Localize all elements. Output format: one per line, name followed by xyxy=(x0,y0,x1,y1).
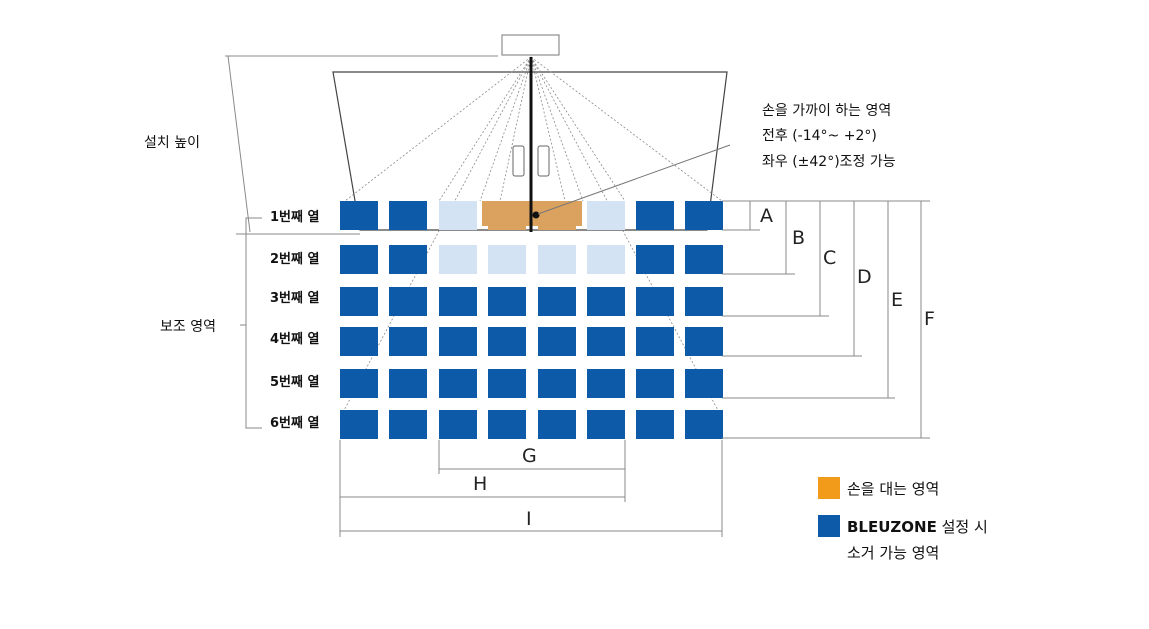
grid-cell-r5-c4 xyxy=(488,369,526,398)
dim-label-G: G xyxy=(522,445,537,467)
grid-cell-r4-c7 xyxy=(636,327,674,356)
grid-cell-r4-c3 xyxy=(439,327,477,356)
grid-cell-r3-c3 xyxy=(439,287,477,316)
dim-label-B: B xyxy=(792,227,805,249)
aux-area-bracket xyxy=(240,217,262,429)
fan-line-10 xyxy=(530,56,723,419)
dim-label-C: C xyxy=(823,247,836,269)
legend-bleuzone-label: BLEUZONE 설정 시 xyxy=(847,518,988,536)
row-label-1: 1번째 열 xyxy=(270,209,319,225)
grid-cell-r3-c8 xyxy=(685,287,723,316)
legend-bleuzone-bold: BLEUZONE xyxy=(847,518,937,536)
grid-cell-r1-c7 xyxy=(636,201,674,230)
grid-cell-r5-c6 xyxy=(587,369,625,398)
grid-cell-r1-c8 xyxy=(685,201,723,230)
fan-line-2 xyxy=(344,56,532,202)
grid-cell-r2-c1 xyxy=(340,245,378,274)
grid-cell-r1-c2 xyxy=(389,201,427,230)
grid-cell-r5-c2 xyxy=(389,369,427,398)
grid-cell-r3-c1 xyxy=(340,287,378,316)
dim-label-F: F xyxy=(924,308,935,330)
grid-cell-r4-c2 xyxy=(389,327,427,356)
detection-grid xyxy=(340,201,723,439)
legend-bleuzone-swatch xyxy=(818,515,840,537)
coverage-fan-lines xyxy=(339,56,723,419)
sensor-box xyxy=(501,34,560,56)
grid-cell-r2-c5 xyxy=(538,245,576,274)
row-label-3: 3번째 열 xyxy=(270,290,319,306)
horizontal-dimensions xyxy=(339,440,723,537)
annotation-line-2: 전후 (-14°~ +2°) xyxy=(762,128,877,144)
grid-cell-r3-c7 xyxy=(636,287,674,316)
legend-bleuzone-rest: 설정 시 xyxy=(937,518,988,536)
grid-cell-r3-c2 xyxy=(389,287,427,316)
grid-cell-r4-c1 xyxy=(340,327,378,356)
grid-cell-r5-c3 xyxy=(439,369,477,398)
fan-line-8 xyxy=(530,56,626,202)
grid-cell-r6-c8 xyxy=(685,410,723,439)
grid-cell-r2-c7 xyxy=(636,245,674,274)
fan-line-5 xyxy=(499,56,532,202)
grid-cell-r4-c4 xyxy=(488,327,526,356)
fan-line-6 xyxy=(530,56,566,202)
grid-cell-r2-c8 xyxy=(685,245,723,274)
grid-cell-r4-c6 xyxy=(587,327,625,356)
grid-cell-r6-c3 xyxy=(439,410,477,439)
grid-cell-r5-c1 xyxy=(340,369,378,398)
grid-cell-r4-c5 xyxy=(538,327,576,356)
row-label-4: 4번째 열 xyxy=(270,331,319,347)
aux-area-label: 보조 영역 xyxy=(160,319,216,335)
grid-cell-r1-c1 xyxy=(340,201,378,230)
annotation-line-3: 좌우 (±42°)조정 가능 xyxy=(762,154,896,170)
grid-cell-r2-c3 xyxy=(439,245,477,274)
row-label-6: 6번째 열 xyxy=(270,415,319,431)
grid-cell-r5-c5 xyxy=(538,369,576,398)
dim-label-H: H xyxy=(473,473,487,495)
install-height-diag xyxy=(227,55,251,233)
grid-cell-r4-c8 xyxy=(685,327,723,356)
grid-cell-r1-c6 xyxy=(587,201,625,230)
door-handle-left xyxy=(512,145,525,177)
annotation-leader xyxy=(537,144,731,215)
grid-cell-r3-c6 xyxy=(587,287,625,316)
dim-label-D: D xyxy=(857,266,872,288)
dim-label-E: E xyxy=(891,289,903,311)
install-height-label: 설치 높이 xyxy=(144,135,200,151)
legend-bleuzone-label-2: 소거 가능 영역 xyxy=(847,544,939,562)
dim-label-A: A xyxy=(760,205,773,227)
fan-line-7 xyxy=(530,56,584,202)
door-handle-right xyxy=(537,145,550,177)
row-label-5: 5번째 열 xyxy=(270,374,319,390)
grid-cell-r5-c7 xyxy=(636,369,674,398)
grid-cell-r2-c2 xyxy=(389,245,427,274)
grid-cell-r1-c3 xyxy=(439,201,477,230)
grid-cell-r6-c4 xyxy=(488,410,526,439)
vertical-dimensions xyxy=(722,200,930,439)
grid-cell-r6-c1 xyxy=(340,410,378,439)
legend-hand-zone-swatch xyxy=(818,477,840,499)
annotation-line-1: 손을 가까이 하는 영역 xyxy=(762,103,891,119)
grid-cell-r5-c8 xyxy=(685,369,723,398)
grid-cell-r6-c6 xyxy=(587,410,625,439)
grid-cell-r6-c2 xyxy=(389,410,427,439)
grid-cell-r3-c4 xyxy=(488,287,526,316)
grid-cell-r6-c7 xyxy=(636,410,674,439)
grid-cell-r6-c5 xyxy=(538,410,576,439)
row-label-2: 2번째 열 xyxy=(270,251,319,267)
fan-line-3 xyxy=(438,56,532,202)
grid-cell-r3-c5 xyxy=(538,287,576,316)
grid-cell-r2-c4 xyxy=(488,245,526,274)
grid-cell-r2-c6 xyxy=(587,245,625,274)
fan-line-4 xyxy=(479,56,532,202)
dim-label-I: I xyxy=(526,508,532,530)
hand-point-dot xyxy=(532,211,540,219)
fan-line-1 xyxy=(339,56,532,419)
legend-hand-zone-label: 손을 대는 영역 xyxy=(847,480,939,498)
